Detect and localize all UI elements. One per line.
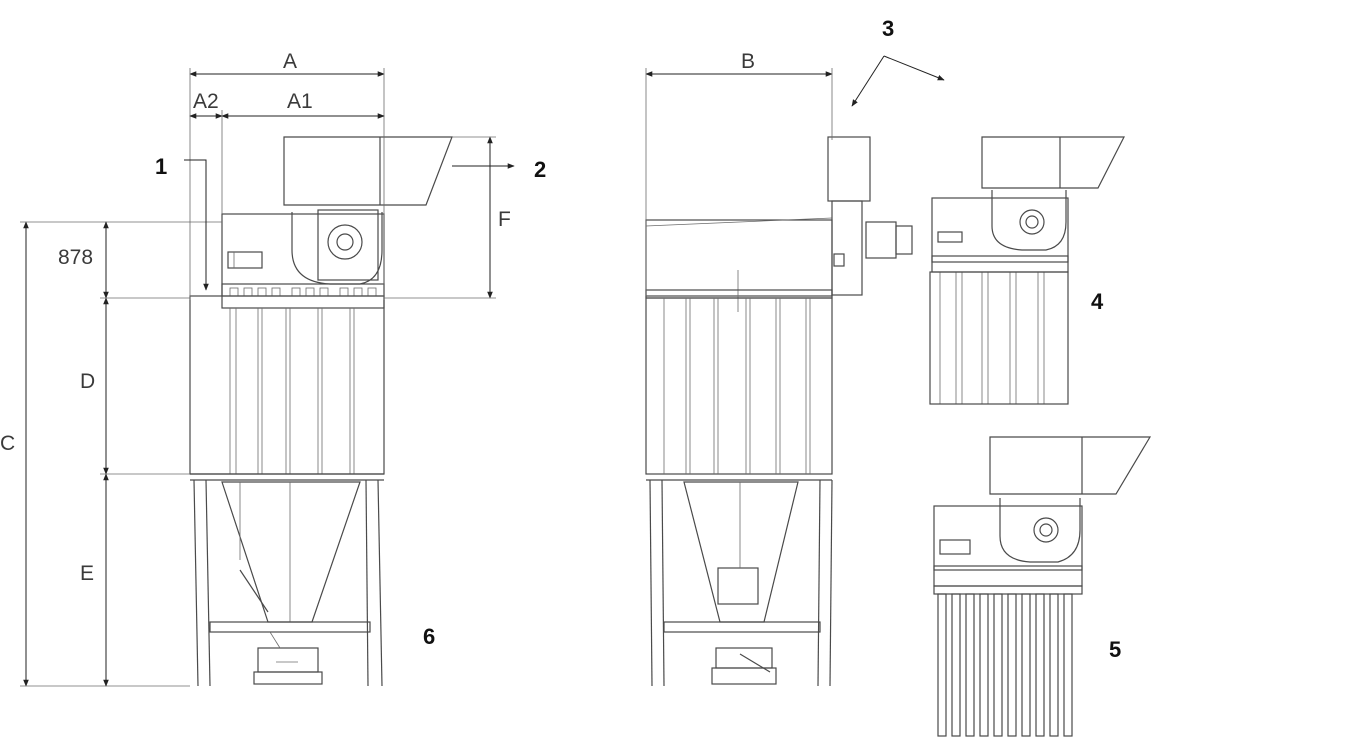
callout-2: 2 xyxy=(534,157,546,182)
dimension-label-f: F xyxy=(498,208,511,231)
side-view xyxy=(645,136,913,687)
front-view xyxy=(189,136,453,687)
dimension-label-b: B xyxy=(741,50,755,73)
dimension-label-c: C xyxy=(0,432,15,455)
dimension-label-e: E xyxy=(80,562,94,585)
callout-3: 3 xyxy=(882,16,894,41)
dimension-lines xyxy=(20,55,945,687)
variant-5-view xyxy=(933,436,1152,737)
variant-4-view xyxy=(929,136,1125,405)
dimension-label-d: D xyxy=(80,370,95,393)
callout-1: 1 xyxy=(155,154,167,179)
dimension-label-a1: A1 xyxy=(287,90,313,113)
callout-6: 6 xyxy=(423,624,435,649)
dimension-label-878: 878 xyxy=(58,246,93,269)
dimension-label-a: A xyxy=(283,50,297,73)
callout-4: 4 xyxy=(1091,289,1104,314)
dimension-label-a2: A2 xyxy=(193,90,219,113)
callout-5: 5 xyxy=(1109,637,1121,662)
